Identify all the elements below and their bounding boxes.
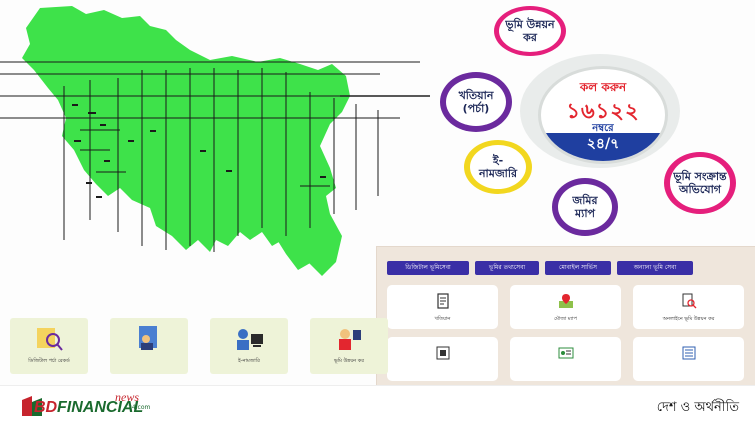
search-document-icon (682, 293, 697, 309)
bubble-namjari[interactable]: ই- নামজারি (464, 140, 532, 194)
card-mouza-map[interactable]: মৌজা ম্যাপ (510, 285, 621, 329)
helpline-number: ১৬১২২ (566, 99, 640, 123)
tax-payer-icon (339, 329, 361, 350)
bubble-map[interactable]: জমির ম্যাপ (552, 178, 618, 236)
search-record-icon (37, 328, 63, 351)
hours-band: ২৪/৭ (541, 133, 665, 161)
document-icon (437, 293, 449, 309)
hub-core: কল করুন ১৬১২২ নম্বরে ২৪/৭ (538, 66, 668, 164)
bubble-complaint[interactable]: ভূমি সংক্রান্ত অভিযোগ (664, 152, 736, 214)
number-suffix: নম্বরে (592, 123, 614, 134)
card-service-4[interactable] (387, 337, 498, 381)
bubble-khatian[interactable]: খতিয়ান (পর্চা) (440, 72, 512, 132)
footer-bar: BD FINANCIAL news 24.com দেশ ও অর্থনীতি (0, 385, 755, 425)
tab-mobile-service[interactable]: মোবাইল সার্ভিস (545, 261, 611, 275)
tile-digital-record-label: ডিজিটাল পর্চা রেকর্ড (28, 358, 70, 364)
hearing-icon (139, 326, 157, 350)
card-service-5[interactable] (510, 337, 621, 381)
service-panel: ডিজিটাল ভূমিসেবা ভূমির তথ্যসেবা মোবাইল স… (376, 246, 755, 402)
tab-digital-services[interactable]: ডিজিটাল ভূমিসেবা (387, 261, 469, 275)
brand-bd: BD (34, 399, 58, 416)
map-pin-icon (559, 294, 573, 308)
section-label: দেশ ও অর্থনীতি (656, 400, 739, 415)
card-khatian[interactable]: খতিয়ান (387, 285, 498, 329)
card-khatian-label: খতিয়ান (434, 316, 451, 322)
bubble-namjari-label: ই- নামজারি (478, 154, 518, 180)
brand-logo-icon (22, 396, 42, 416)
card-online-land-tax[interactable]: অনলাইনে ভূমি উন্নয়ন কর (633, 285, 744, 329)
bubble-land-tax[interactable]: ভূমি উন্নয়ন কর (494, 6, 566, 56)
bubble-map-label: জমির ম্যাপ (572, 194, 598, 220)
bubble-land-tax-label: ভূমি উন্নয়ন কর (505, 18, 555, 44)
tile-hearing[interactable] (110, 318, 188, 374)
bubble-complaint-label: ভূমি সংক্রান্ত অভিযোগ (673, 170, 727, 196)
brand-24: 24.com (128, 404, 151, 411)
card-mouza-map-label: মৌজা ম্যাপ (554, 316, 577, 322)
tile-e-namjari-label: ই-নামজারি (238, 358, 260, 364)
tile-land-tax[interactable]: ভূমি উন্নয়ন কর (310, 318, 388, 374)
tile-digital-record[interactable]: ডিজিটাল পর্চা রেকর্ড (10, 318, 88, 374)
computer-user-icon (237, 329, 263, 350)
card-service-6[interactable] (633, 337, 744, 381)
card-online-land-tax-label: অনলাইনে ভূমি উন্নয়ন কর (662, 316, 715, 322)
tile-e-namjari[interactable]: ই-নামজারি (210, 318, 288, 374)
call-label: কল করুন (579, 80, 627, 94)
bubble-khatian-label: খতিয়ান (পর্চা) (458, 89, 494, 115)
tab-other-services[interactable]: অন্যান্য ভূমি সেবা (617, 261, 693, 275)
tab-land-info[interactable]: ভূমির তথ্যসেবা (475, 261, 539, 275)
helpline-hub: কল করুন ১৬১২২ নম্বরে ২৪/৭ (520, 54, 680, 168)
building-icon (436, 346, 450, 360)
bangladesh-map (0, 6, 430, 276)
map-district-dots (72, 104, 326, 198)
certificate-icon (558, 347, 574, 359)
brand-financial: FINANCIAL (57, 399, 144, 416)
brand-news: news (115, 390, 139, 404)
report-icon (682, 346, 696, 360)
tile-land-tax-label: ভূমি উন্নয়ন কর (333, 358, 365, 364)
